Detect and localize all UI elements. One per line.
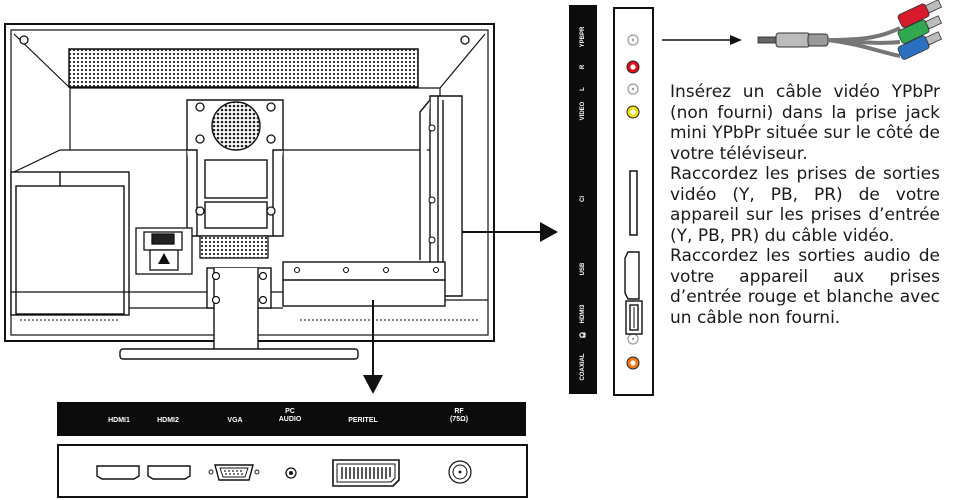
hdmi1-port	[96, 465, 140, 480]
audio-l-jack-center	[631, 87, 635, 91]
instruction-step-2: Raccordez les prises de sorties vidéo (Y…	[670, 164, 940, 246]
label-r: R	[580, 64, 586, 70]
left-panel	[10, 171, 130, 316]
label-ypbpr: YPBPR	[580, 26, 586, 48]
cable-plug-2	[897, 15, 943, 44]
side-label-strip: YPBPR R L VIDEO CI USB HDMI3 🎧︎ COAXIAL	[569, 5, 597, 394]
side-connector-panel	[613, 7, 654, 396]
bottom-vent	[199, 235, 269, 259]
bottom-connector-panel	[57, 444, 528, 498]
instruction-step-3: Raccordez les sorties audio de votre app…	[670, 246, 940, 328]
arrow-to-cable	[662, 35, 742, 45]
usb-port	[625, 300, 643, 335]
label-hdmi3: HDMI3	[580, 304, 586, 324]
instructions-text: Insérez un câble vidéo YPbPr (non fourni…	[670, 82, 940, 328]
label-vga: VGA	[227, 417, 243, 424]
cable-plug-1	[897, 0, 943, 28]
bottom-connector-housing	[282, 261, 446, 307]
instruction-step-1: Insérez un câble vidéo YPbPr (non fourni…	[670, 82, 940, 164]
coaxial-jack-ring-center	[631, 337, 635, 341]
label-peritel: PERITEL	[348, 417, 378, 424]
arrow-right	[462, 222, 558, 242]
label-coaxial: COAXIAL	[580, 353, 586, 381]
pc-audio-jack	[285, 467, 297, 479]
peritel-port	[332, 459, 400, 487]
label-video: VIDEO	[580, 101, 586, 121]
vga-port	[208, 464, 260, 481]
label-usb: USB	[580, 262, 586, 276]
hdmi3-port	[624, 251, 640, 300]
label-l: L	[580, 87, 586, 91]
power-socket	[135, 227, 193, 275]
rf-port	[448, 460, 472, 484]
top-vent	[68, 48, 419, 88]
cable-plug-3	[897, 31, 943, 60]
label-hdmi2: HDMI2	[157, 417, 179, 424]
side-connector-housing	[419, 95, 463, 297]
vesa-bracket	[186, 99, 284, 237]
video-jack-center	[630, 109, 636, 115]
ypbpr-jack-center	[631, 38, 635, 42]
label-hdmi1: HDMI1	[108, 417, 130, 424]
label-rf: RF(75Ω)	[449, 408, 469, 423]
arrow-down	[363, 300, 383, 394]
label-ci: CI	[580, 196, 586, 202]
corner-screws	[19, 35, 470, 45]
headphone-icon: 🎧︎	[580, 331, 587, 339]
speaker-grille	[211, 101, 261, 151]
hdmi2-port	[147, 465, 191, 480]
ypbpr-cable	[757, 0, 943, 60]
coaxial-jack-center	[630, 360, 636, 366]
audio-r-jack-center	[630, 64, 636, 70]
ci-slot	[629, 170, 638, 236]
